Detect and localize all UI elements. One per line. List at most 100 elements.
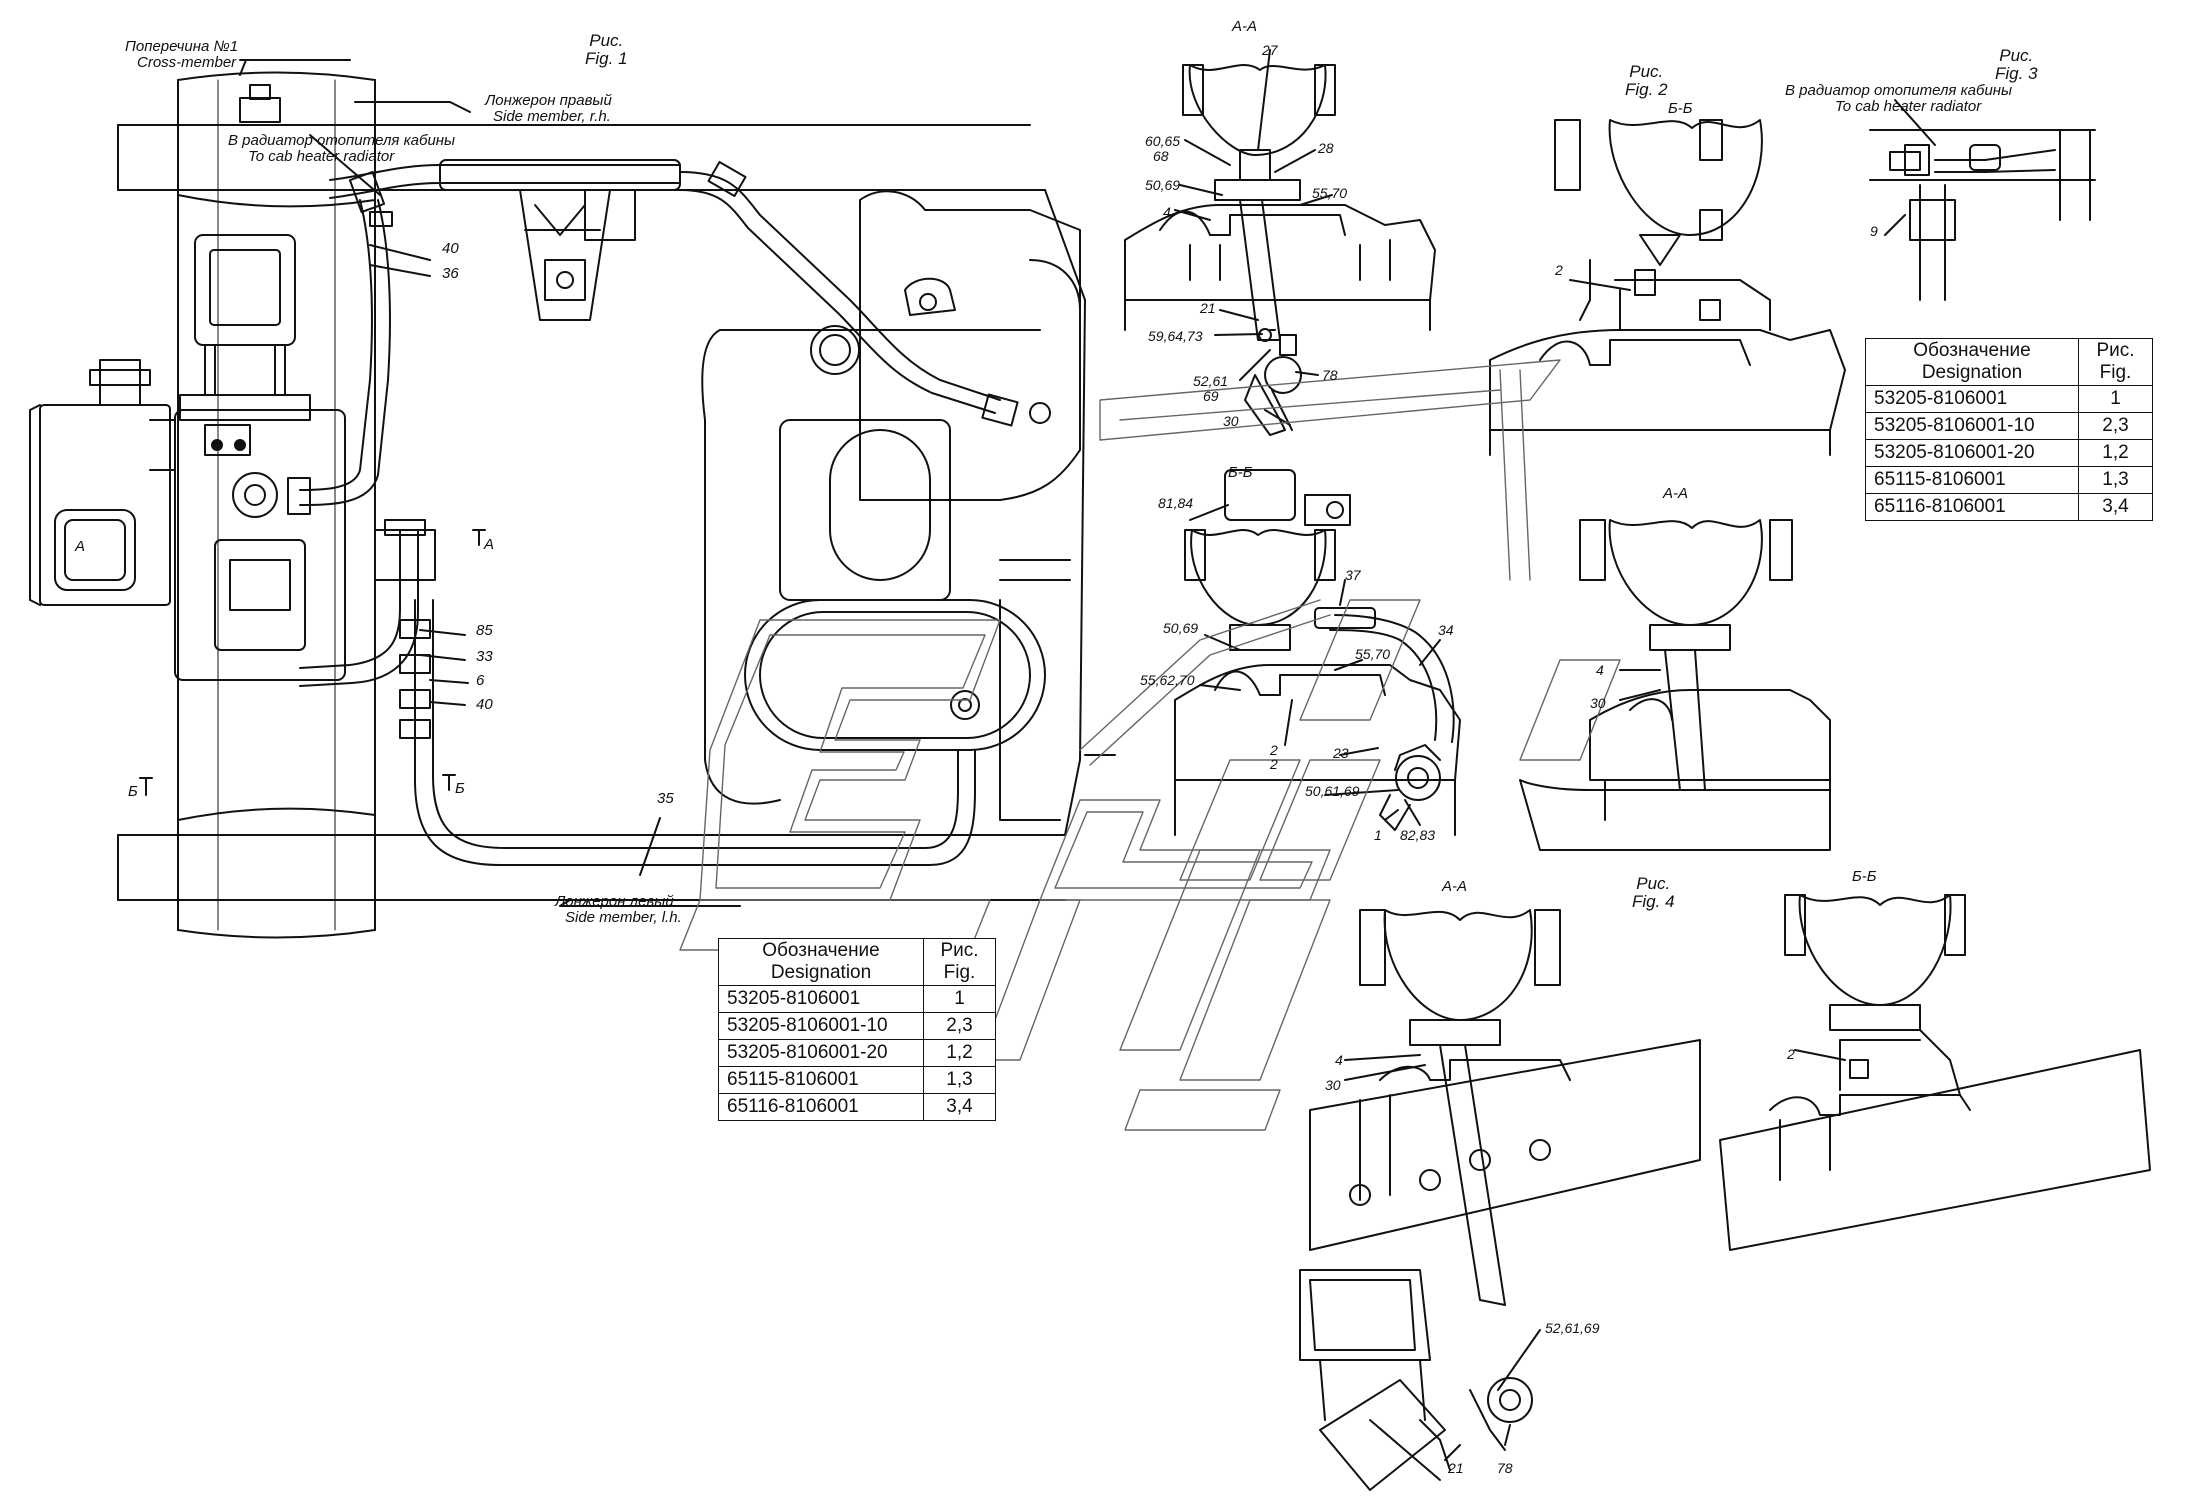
callout-52-61-69-fig4: 52,61,69 xyxy=(1545,1320,1600,1336)
callout-55-62-70: 55,62,70 xyxy=(1140,672,1195,688)
callout-4-aa3: 4 xyxy=(1596,662,1604,678)
callout-60-65: 60,65 xyxy=(1145,133,1181,149)
table-row: 65116-8106001 3,4 xyxy=(1865,493,2153,521)
section-mark-b-left: Б xyxy=(128,783,138,800)
callout-81-84: 81,84 xyxy=(1158,495,1194,511)
section-label-aa1: А-А xyxy=(1232,18,1258,35)
fig3-title-en: Fig. xyxy=(1995,64,2024,83)
table-row: 65116-8106001 3,4 xyxy=(718,1093,996,1121)
table-header-designation: Обозначение Designation xyxy=(718,938,924,986)
callout-9: 9 xyxy=(1870,223,1878,239)
table-cell-fig: 1 xyxy=(2078,385,2153,413)
table-cell-fig: 1,2 xyxy=(923,1039,996,1067)
fig4-title-num: 4 xyxy=(1665,892,1675,911)
side-member-lh-label-en: Side member, l.h. xyxy=(565,909,682,926)
table-header-designation-ru: Обозначение xyxy=(1913,340,2031,361)
table-cell-designation: 53205-8106001-20 xyxy=(718,1039,924,1067)
callout-30-aa3: 30 xyxy=(1590,695,1606,711)
section-bb-fig1 xyxy=(1084,469,1461,836)
coolant-pipe-upper xyxy=(329,164,681,181)
view-mark-a: А xyxy=(75,538,86,555)
radiator-label-en: To cab heater radiator xyxy=(248,148,395,165)
fig3-title-num: 3 xyxy=(2028,64,2038,83)
callout-52-61-a: 52,61 xyxy=(1193,373,1229,389)
fig1-title-ru: Рис. xyxy=(589,31,624,50)
callout-21-fig4: 21 xyxy=(1448,1460,1464,1476)
table-row: 53205-8106001 1 xyxy=(718,985,996,1013)
callout-35: 35 xyxy=(657,790,674,807)
fig4-title-ru: Рис. xyxy=(1636,874,1671,893)
table-row: 53205-8106001-20 1,2 xyxy=(718,1039,996,1067)
table-cell-designation: 53205-8106001 xyxy=(718,985,924,1013)
callout-50-69-b: 50,69 xyxy=(1163,620,1199,636)
table-header: Обозначение Designation Рис. Fig. xyxy=(1865,338,2153,386)
table-header-designation-en: Designation xyxy=(1921,362,2023,383)
table-cell-fig: 3,4 xyxy=(2078,493,2153,521)
fuel-pump-box xyxy=(39,404,171,606)
table-cell-fig: 1,3 xyxy=(2078,466,2153,494)
fig3-title-ru: Рис. xyxy=(1999,46,2034,65)
table-row: 53205-8106001-20 1,2 xyxy=(1865,439,2153,467)
callout-30-fig4: 30 xyxy=(1325,1077,1341,1093)
pre-heater-unit xyxy=(174,409,346,681)
table-row: 53205-8106001-10 2,3 xyxy=(1865,412,2153,440)
callout-82-83: 82,83 xyxy=(1400,827,1436,843)
callout-6: 6 xyxy=(476,672,485,689)
table-row: 53205-8106001 1 xyxy=(1865,385,2153,413)
section-mark-b-right: Б xyxy=(455,780,465,797)
table-cell-designation: 65115-8106001 xyxy=(718,1066,924,1094)
designation-table-right: Обозначение Designation Рис. Fig. 53205-… xyxy=(1865,338,2153,521)
table-cell-fig: 1,2 xyxy=(2078,439,2153,467)
section-label-aa4: А-А xyxy=(1442,878,1468,895)
watermark-logo xyxy=(679,359,1621,1131)
callout-78-a: 78 xyxy=(1322,367,1338,383)
callout-40-bottom: 40 xyxy=(476,696,493,713)
table-header-fig-en: Fig. xyxy=(943,962,976,983)
fig1-title-en: Fig. xyxy=(585,49,614,68)
callout-4-a: 4 xyxy=(1163,204,1171,220)
section-mark-a: А xyxy=(484,536,495,553)
callout-59-64-73: 59,64,73 xyxy=(1148,328,1203,344)
table-header-fig-ru: Рис. xyxy=(2096,340,2135,361)
callout-68: 68 xyxy=(1153,148,1169,164)
table-header-fig: Рис. Fig. xyxy=(923,938,996,986)
table-cell-designation: 65115-8106001 xyxy=(1865,466,2079,494)
section-label-bb1: Б-Б xyxy=(1228,464,1253,481)
callout-78-fig4: 78 xyxy=(1497,1460,1513,1476)
crossmember-label-ru: Поперечина №1 xyxy=(125,38,239,55)
callout-28: 28 xyxy=(1318,140,1334,156)
table-header-designation-ru: Обозначение xyxy=(762,940,880,961)
callout-69-a: 69 xyxy=(1203,388,1219,404)
callout-1: 1 xyxy=(1374,827,1382,843)
table-cell-fig: 2,3 xyxy=(2078,412,2153,440)
callout-2-fig2: 2 xyxy=(1555,262,1563,278)
fig3-title: Рис. Fig. 3 xyxy=(1995,47,2038,83)
callout-36: 36 xyxy=(442,265,459,282)
table-cell-designation: 53205-8106001-10 xyxy=(1865,412,2079,440)
fig2-title-ru: Рис. xyxy=(1629,62,1664,81)
table-cell-designation: 53205-8106001-20 xyxy=(1865,439,2079,467)
callout-21-a: 21 xyxy=(1200,300,1216,316)
callout-2-fig4: 2 xyxy=(1787,1046,1795,1062)
table-row: 53205-8106001-10 2,3 xyxy=(718,1012,996,1040)
section-aa-fig1 xyxy=(1124,49,1436,436)
callout-37: 37 xyxy=(1345,567,1361,583)
table-header: Обозначение Designation Рис. Fig. xyxy=(718,938,996,986)
table-row: 65115-8106001 1,3 xyxy=(718,1066,996,1094)
side-member-rh-label-en: Side member, r.h. xyxy=(493,108,611,125)
section-aa-fig2 xyxy=(1519,519,1831,851)
callout-40-top: 40 xyxy=(442,240,459,257)
fig1-title: Рис. Fig. 1 xyxy=(585,32,628,68)
table-cell-fig: 2,3 xyxy=(923,1012,996,1040)
radiator3-label-en: To cab heater radiator xyxy=(1835,98,1982,115)
table-cell-designation: 65116-8106001 xyxy=(718,1093,924,1121)
fig2-title-num: 2 xyxy=(1658,80,1668,99)
table-cell-fig: 1 xyxy=(923,985,996,1013)
table-cell-designation: 53205-8106001-10 xyxy=(718,1012,924,1040)
side-member-rh-label-ru: Лонжерон правый xyxy=(485,92,612,109)
callout-2-b2: 2 xyxy=(1270,756,1278,772)
table-header-designation: Обозначение Designation xyxy=(1865,338,2079,386)
table-cell-fig: 1,3 xyxy=(923,1066,996,1094)
fig1-title-num: 1 xyxy=(618,49,628,68)
callout-4-fig4: 4 xyxy=(1335,1052,1343,1068)
